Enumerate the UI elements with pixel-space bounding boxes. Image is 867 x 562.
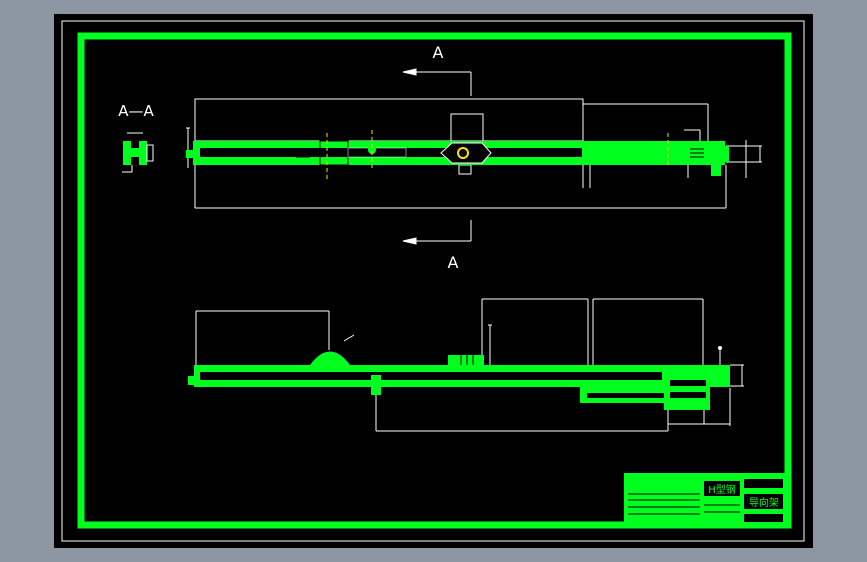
drawing-sheet xyxy=(54,14,813,548)
section-label-top: A xyxy=(433,43,444,62)
title-block: H型钢 导向架 xyxy=(624,473,787,524)
front-view-beam xyxy=(188,298,744,432)
title-block-part-name: H型钢 xyxy=(708,483,736,496)
title-block-part-cell xyxy=(704,481,740,496)
title-block-drawing-cell xyxy=(744,494,783,509)
top-view-beam xyxy=(186,98,762,209)
section-view-a-a xyxy=(122,132,154,173)
section-view-label: A—A xyxy=(118,102,154,120)
title-block-drawing-name: 导向架 xyxy=(749,496,779,509)
section-label-bottom: A xyxy=(448,253,459,272)
center-mark xyxy=(457,147,469,159)
section-arrow-top xyxy=(402,68,472,96)
sheet-border xyxy=(77,32,792,529)
section-arrow-bottom xyxy=(402,220,472,245)
